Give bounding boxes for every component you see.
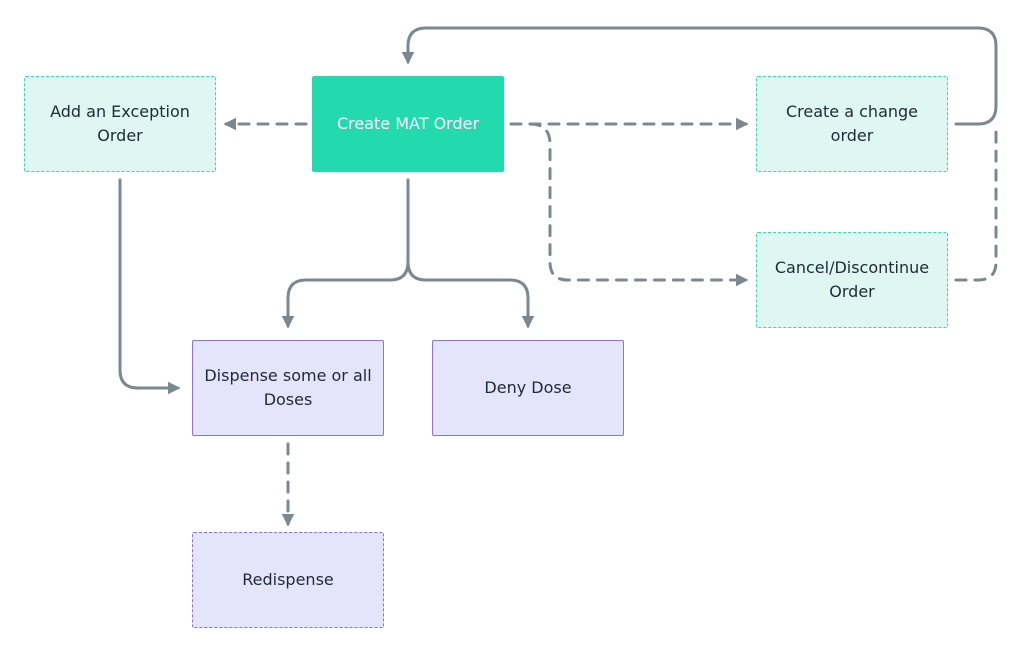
- edge-create-to-cancel: [528, 122, 749, 287]
- edge-create-to-deny: [406, 260, 535, 329]
- edge-change-loop-to-create: [401, 26, 998, 126]
- node-create-mat-order-label: Create MAT Order: [336, 114, 480, 133]
- node-add-exception-order-label: Add an Exception Order: [50, 102, 190, 145]
- node-create-change-order-label: Create a change order: [785, 102, 919, 145]
- edge-cancel-loop: [954, 128, 998, 282]
- node-create-mat-order[interactable]: Create MAT Order: [312, 76, 504, 172]
- edge-exception-to-dispense: [118, 178, 181, 395]
- node-dispense-doses[interactable]: Dispense some or all Doses: [192, 340, 384, 436]
- node-cancel-discontinue-order[interactable]: Cancel/Discontinue Order: [756, 232, 948, 328]
- node-dispense-doses-label: Dispense some or all Doses: [204, 366, 372, 409]
- edge-create-to-dispense: [281, 178, 410, 329]
- node-create-change-order[interactable]: Create a change order: [756, 76, 948, 172]
- node-add-exception-order[interactable]: Add an Exception Order: [24, 76, 216, 172]
- node-cancel-discontinue-order-label: Cancel/Discontinue Order: [774, 258, 930, 301]
- node-redispense-label: Redispense: [242, 570, 334, 589]
- node-deny-dose-label: Deny Dose: [484, 378, 572, 397]
- node-deny-dose[interactable]: Deny Dose: [432, 340, 624, 436]
- node-redispense[interactable]: Redispense: [192, 532, 384, 628]
